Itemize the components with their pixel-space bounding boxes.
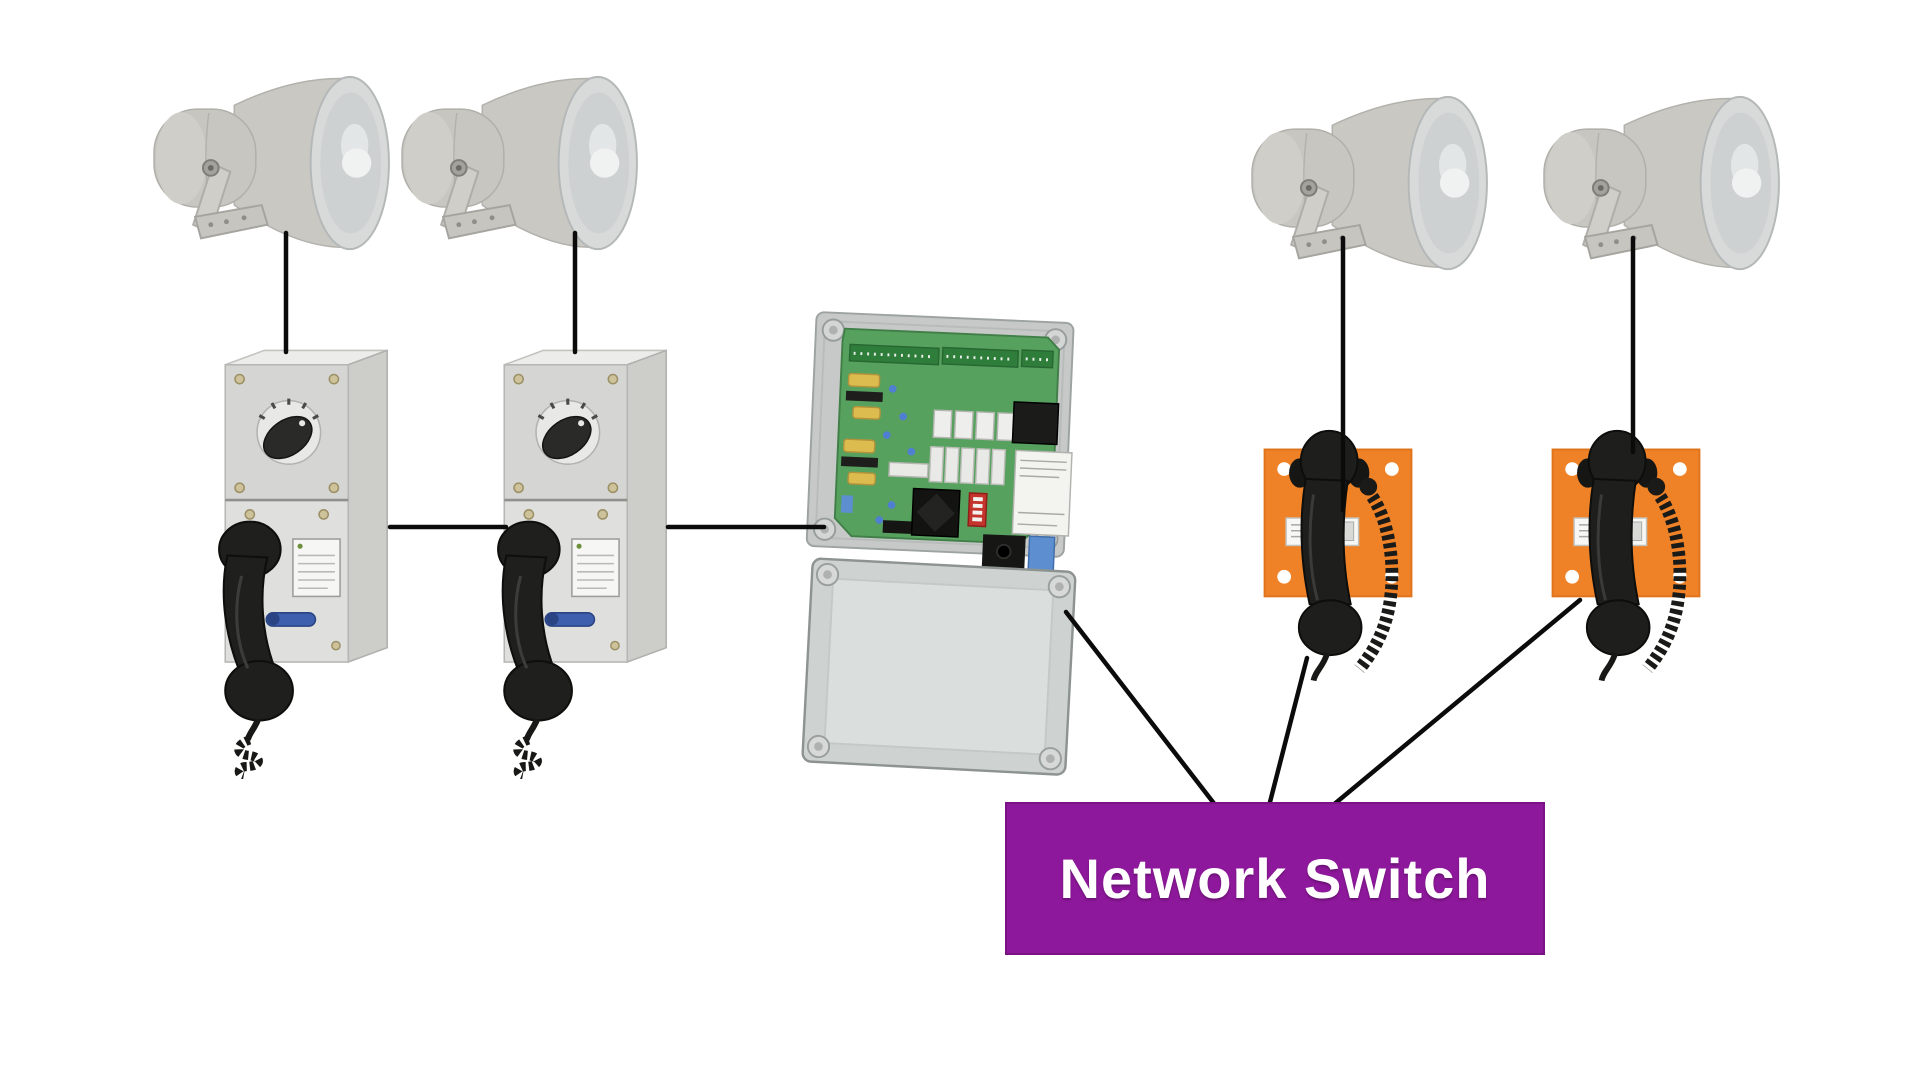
- wall-phone-2: [494, 338, 699, 779]
- network-switch-box: Network Switch: [1005, 802, 1545, 955]
- control-unit: [790, 302, 1090, 776]
- horn-speaker-4: [1538, 90, 1783, 276]
- horn-speaker-2: [396, 70, 641, 256]
- horn-speaker-3: [1246, 90, 1491, 276]
- orange-phone-1: [1245, 424, 1431, 708]
- wall-phone-1: [215, 338, 420, 779]
- orange-phone-2: [1533, 424, 1719, 708]
- horn-speaker-1: [148, 70, 393, 256]
- network-switch-label: Network Switch: [1059, 847, 1491, 910]
